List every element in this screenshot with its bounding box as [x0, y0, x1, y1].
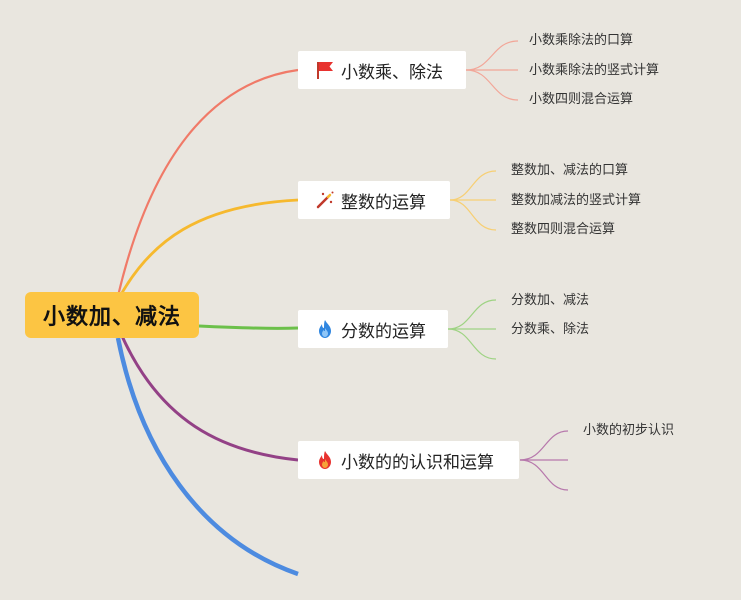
fire-icon: [315, 450, 335, 470]
leaf-fraction-add-sub[interactable]: 分数加、减法: [511, 293, 590, 308]
leaf-decimal-mul-div-oral[interactable]: 小数乘除法的口算: [529, 33, 634, 48]
topic-label: 小数乘、除法: [341, 62, 443, 83]
connector-branch-1: [116, 68, 299, 297]
topic-label: 整数的运算: [341, 192, 426, 213]
leaf-decimal-initial-understanding[interactable]: 小数的初步认识: [583, 423, 675, 438]
leaf-connectors-2: [449, 170, 497, 231]
connector-branch-3: [198, 324, 299, 330]
topic-label: 小数的的认识和运算: [341, 452, 494, 473]
root-topic[interactable]: 小数加、减法: [25, 292, 199, 338]
leaf-fraction-mul-div[interactable]: 分数乘、除法: [511, 322, 590, 337]
blue-flame-icon: [315, 319, 335, 339]
leaf-connectors-1: [465, 40, 519, 101]
red-flag-icon: [315, 60, 335, 80]
topic-label: 分数的运算: [341, 321, 426, 342]
connector-branch-2: [116, 198, 299, 301]
topic-fraction-operations[interactable]: 分数的运算: [298, 310, 448, 348]
leaf-integer-mixed-operations[interactable]: 整数四则混合运算: [511, 222, 616, 237]
connector-branch-5: [115, 337, 299, 577]
leaf-connectors-4: [519, 430, 569, 491]
leaf-integer-add-sub-oral[interactable]: 整数加、减法的口算: [511, 163, 629, 178]
topic-decimal-multiply-divide[interactable]: 小数乘、除法: [298, 51, 466, 89]
topic-integer-operations[interactable]: 整数的运算: [298, 181, 450, 219]
connector-branch-4: [120, 335, 299, 462]
leaf-decimal-mixed-operations[interactable]: 小数四则混合运算: [529, 92, 634, 107]
leaf-integer-add-sub-vertical[interactable]: 整数加减法的竖式计算: [511, 193, 642, 208]
leaf-decimal-mul-div-vertical[interactable]: 小数乘除法的竖式计算: [529, 63, 660, 78]
magic-wand-icon: [315, 190, 335, 210]
leaf-connectors-3: [447, 299, 497, 360]
topic-decimal-understanding[interactable]: 小数的的认识和运算: [298, 441, 519, 479]
